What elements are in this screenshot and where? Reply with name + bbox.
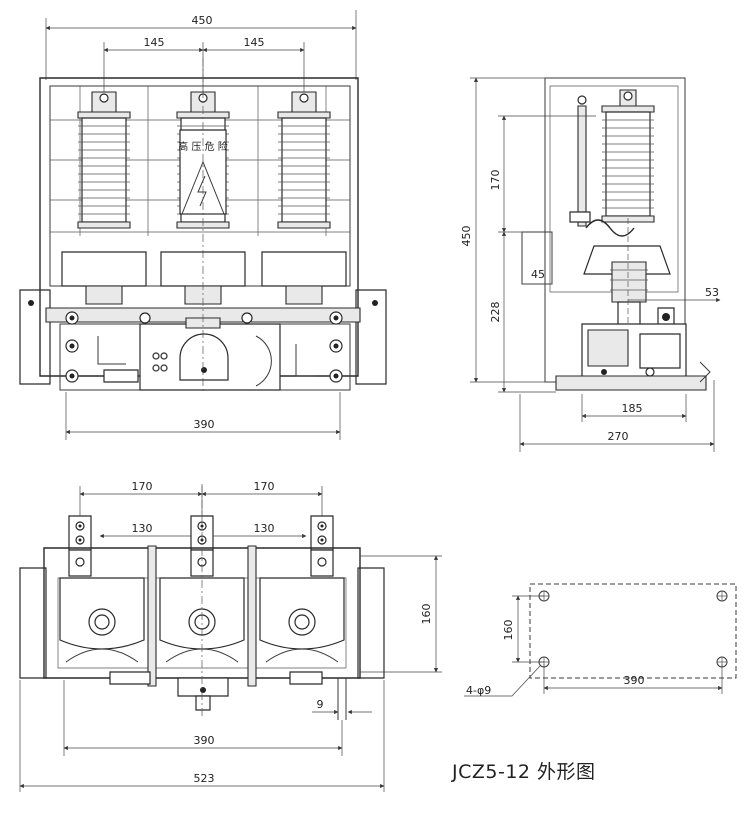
mount-hole-icon <box>65 311 79 325</box>
insulator-right <box>277 111 331 229</box>
side-view: 450 170 228 45 53 185 270 <box>460 77 721 452</box>
dim-label-9: 9 <box>317 698 324 711</box>
dim-label-53: 53 <box>705 286 719 299</box>
dim-label-170: 170 <box>489 170 502 191</box>
mounting-outline <box>529 583 737 679</box>
insulator-left <box>77 111 131 229</box>
dim-label-450: 450 <box>192 14 213 27</box>
dim-label-145-right: 145 <box>244 36 265 49</box>
mount-hole-icon <box>65 339 79 353</box>
dim-label-450-side: 450 <box>460 226 473 247</box>
dim-label-390-top: 390 <box>194 734 215 747</box>
dim-label-523: 523 <box>194 772 215 785</box>
mount-hole-icon <box>329 369 343 383</box>
drawing-title: JCZ5-12 外形图 <box>452 761 596 783</box>
dim-label-170-left: 170 <box>132 480 153 493</box>
dim-label-390-front: 390 <box>194 418 215 431</box>
mount-hole-icon <box>329 339 343 353</box>
dim-label-45: 45 <box>531 268 545 281</box>
warning-label: 高 压 危 险 <box>178 140 228 153</box>
dim-label-390-mount: 390 <box>624 674 645 687</box>
dim-label-170-right: 170 <box>254 480 275 493</box>
dim-label-185: 185 <box>622 402 643 415</box>
terminal-right <box>310 515 334 551</box>
terminal-left <box>68 515 92 551</box>
mount-hole-icon <box>65 369 79 383</box>
dim-label-130-left: 130 <box>132 522 153 535</box>
mounting-view: 160 390 4-φ9 <box>464 583 737 697</box>
dim-label-270: 270 <box>608 430 629 443</box>
dim-label-145-left: 145 <box>144 36 165 49</box>
leader-4-phi9 <box>464 665 541 697</box>
mount-hole-icon <box>329 311 343 325</box>
top-view: 170 170 130 130 160 9 390 523 <box>19 480 442 792</box>
front-view: 高 压 危 险 <box>19 10 387 440</box>
dim-label-228: 228 <box>489 302 502 323</box>
insulator-side <box>601 105 655 223</box>
dim-label-160-top: 160 <box>420 604 433 625</box>
dim-label-holes: 4-φ9 <box>466 684 491 697</box>
dim-label-160-mount: 160 <box>502 620 515 641</box>
dim-label-130-right: 130 <box>254 522 275 535</box>
